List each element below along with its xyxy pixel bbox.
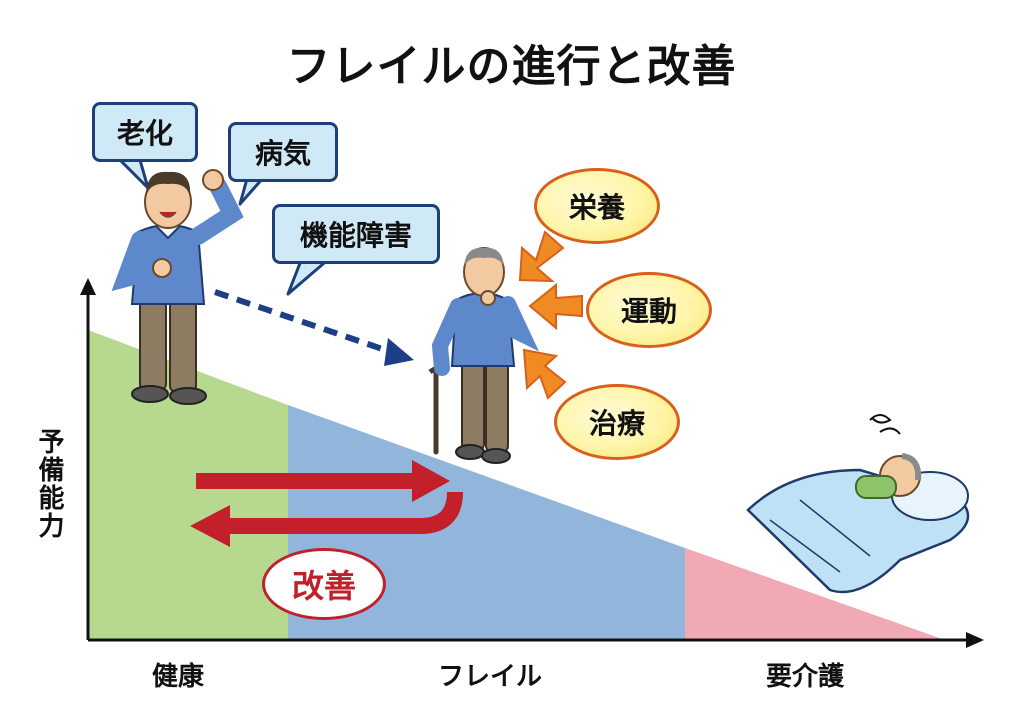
decline-dashed-arrow	[214, 289, 401, 358]
healthy-man-illustration	[111, 169, 244, 405]
frail-man-illustration	[428, 247, 539, 464]
intervention-nutrition-oval: 栄養	[534, 168, 660, 244]
bedridden-person-illustration	[746, 414, 970, 594]
nutrition-arrow	[518, 230, 565, 283]
improvement-arrow	[190, 491, 463, 547]
aging-bubble-tail	[118, 158, 150, 190]
frailty-zone	[288, 405, 685, 640]
progression-arrow	[196, 460, 450, 502]
stage-label-frailty: フレイル	[437, 662, 542, 692]
exercise-arrow	[528, 282, 583, 331]
cause-dysfunction-bubble: 機能障害	[272, 204, 440, 264]
improvement-label: 改善	[262, 548, 386, 620]
stage-label-care: 要介護	[765, 662, 844, 692]
intervention-treatment-oval: 治療	[554, 384, 680, 460]
cause-disease-bubble: 病気	[228, 122, 338, 182]
y-axis-label: 予備能力	[34, 428, 64, 540]
decline-arrowhead	[384, 338, 414, 366]
treatment-arrow	[522, 348, 567, 400]
healthy-zone	[88, 330, 288, 640]
intervention-exercise-oval: 運動	[586, 272, 712, 348]
y-axis-arrowhead	[80, 278, 96, 295]
page-title: フレイルの進行と改善	[286, 41, 737, 92]
care-zone	[685, 548, 945, 640]
x-axis-arrowhead	[966, 632, 984, 648]
cause-aging-bubble: 老化	[92, 102, 198, 162]
stage-label-healthy: 健康	[151, 662, 204, 692]
